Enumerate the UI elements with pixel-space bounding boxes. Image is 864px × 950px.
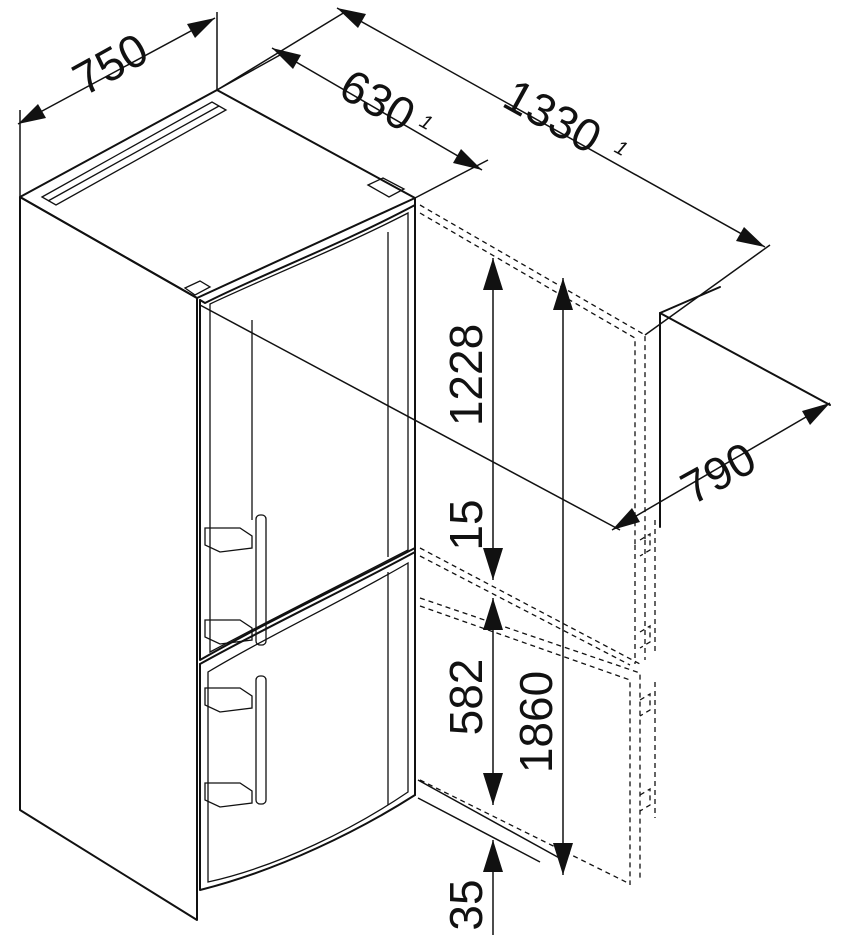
label-depth-door-open: 1330 — [495, 68, 610, 163]
arrow-depth-front — [453, 149, 482, 170]
lower-door-handle — [255, 675, 267, 805]
dim-line-depth-door-open — [336, 7, 766, 248]
arrow-upper-top — [483, 258, 503, 290]
upper-door-panel — [209, 211, 409, 654]
cabinet-side-face — [19, 196, 198, 921]
arrow-base — [483, 840, 503, 872]
dim-line-clearance — [611, 402, 831, 531]
label-width: 750 — [64, 23, 156, 106]
upper-handle-mount-top — [204, 527, 253, 553]
lower-handle-mount-top — [204, 687, 253, 713]
arrow-upper-bottom — [483, 548, 503, 580]
top-hinge-cap — [366, 177, 406, 198]
label-lower-door-height: 582 — [440, 659, 492, 736]
arrow-lower-bottom — [483, 773, 503, 805]
arrow-open-front — [736, 227, 765, 247]
clearance-reference-line — [199, 304, 621, 531]
arrow-width-left — [18, 104, 46, 124]
lower-door — [199, 551, 416, 891]
label-base-height: 35 — [440, 879, 492, 930]
arrow-clearance-left — [612, 508, 640, 530]
open-door-outline — [419, 204, 656, 885]
label-door-gap: 15 — [440, 499, 492, 550]
lower-handle-mount-bottom — [204, 782, 253, 808]
arrow-total-top — [553, 278, 573, 310]
dim-line-depth — [271, 47, 483, 171]
upper-handle-mount-bottom — [204, 619, 253, 645]
label-clearance: 790 — [672, 432, 764, 515]
upper-door-handle — [255, 514, 267, 646]
label-depth-door-open-note: 1 — [611, 136, 631, 161]
cabinet-top-face — [19, 89, 416, 299]
wall-outline — [659, 286, 831, 528]
dim-line-width — [17, 17, 216, 125]
arrow-open-back — [337, 8, 366, 28]
fridge-cabinet — [19, 89, 416, 921]
arrow-lower-top — [483, 598, 503, 630]
top-vent-grille — [40, 101, 228, 206]
arrow-depth-back — [272, 48, 301, 69]
dimension-lines — [17, 7, 831, 935]
label-total-height: 1860 — [510, 671, 562, 773]
lower-door-panel — [207, 561, 409, 883]
arrow-total-bottom — [553, 843, 573, 875]
label-upper-door-height: 1228 — [440, 324, 492, 426]
arrow-width-right — [187, 18, 215, 38]
label-depth-note: 1 — [416, 110, 436, 135]
top-front-hinge — [183, 280, 212, 296]
arrow-clearance-right — [802, 403, 830, 425]
upper-door — [199, 204, 416, 661]
